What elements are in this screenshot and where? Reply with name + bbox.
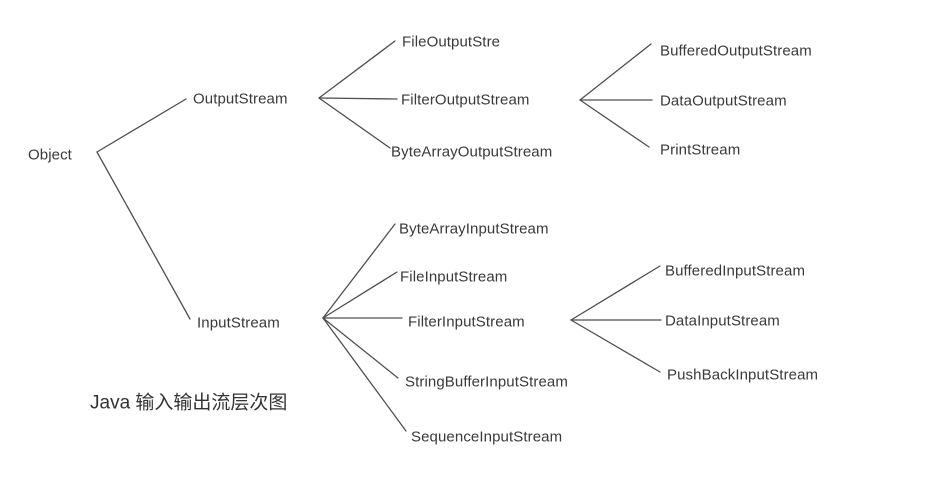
node-buffered-output-stream: BufferedOutputStream	[660, 42, 812, 60]
node-file-output-stream: FileOutputStre	[402, 33, 501, 51]
edge-outputstream-filteroutputstream	[318, 97, 398, 100]
node-print-stream: PrintStream	[660, 141, 741, 159]
node-byte-array-output-stream: ByteArrayOutputStream	[391, 143, 553, 161]
node-push-back-input-stream: PushBackInputStream	[667, 366, 819, 384]
edge-filterinputstream-bufferedinputstream	[570, 265, 661, 321]
edge-inputstream-stringbufferinputstream	[322, 317, 399, 379]
edge-outputstream-bytearrayoutputstream	[318, 97, 391, 149]
edge-inputstream-fileinputstream	[322, 271, 398, 319]
node-file-input-stream: FileInputStream	[400, 268, 508, 286]
edge-filteroutputstream-bufferedoutputstream	[579, 43, 652, 101]
node-string-buffer-input-stream: StringBufferInputStream	[405, 373, 568, 391]
edge-filterinputstream-pushbackinputstream	[570, 319, 661, 373]
node-filter-output-stream: FilterOutputStream	[401, 91, 530, 109]
edge-object-outputstream	[96, 98, 187, 153]
edge-filteroutputstream-printstream	[579, 99, 650, 148]
node-buffered-input-stream: BufferedInputStream	[665, 262, 806, 280]
node-sequence-input-stream: SequenceInputStream	[411, 428, 563, 446]
node-data-output-stream: DataOutputStream	[660, 92, 787, 110]
node-object: Object	[28, 146, 72, 164]
node-filter-input-stream: FilterInputStream	[408, 313, 525, 331]
edge-outputstream-fileoutputstream	[318, 40, 396, 99]
edge-inputstream-bytearrayinputstream	[322, 223, 396, 319]
diagram-caption: Java 输入输出流层次图	[90, 392, 288, 414]
node-byte-array-input-stream: ByteArrayInputStream	[399, 220, 549, 238]
node-data-input-stream: DataInputStream	[665, 312, 780, 330]
edge-object-inputstream	[96, 151, 191, 320]
node-output-stream: OutputStream	[193, 90, 288, 108]
node-input-stream: InputStream	[197, 314, 280, 332]
edge-inputstream-sequenceinputstream	[322, 317, 407, 432]
